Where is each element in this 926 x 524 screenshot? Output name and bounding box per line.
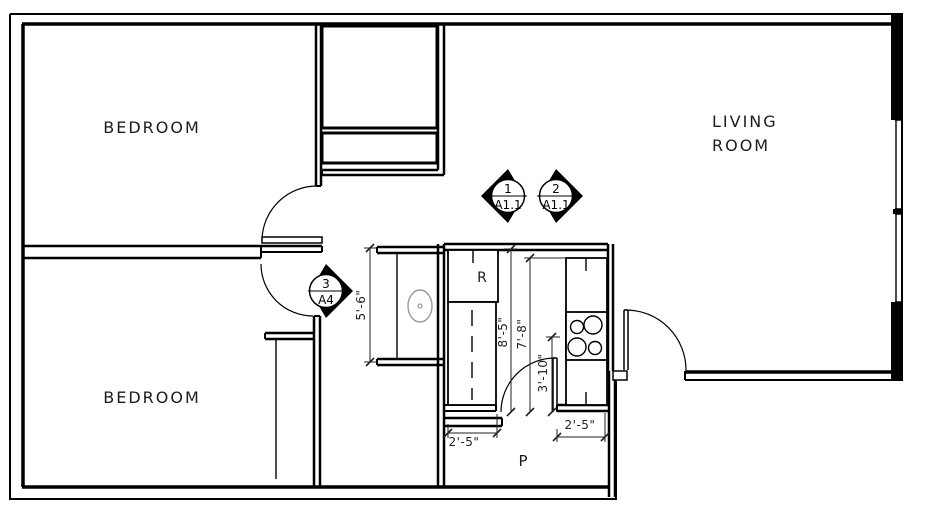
dim-label-vanity: 5'-6": [354, 290, 368, 321]
section-number: 1: [504, 182, 512, 196]
dim-tick: [443, 428, 502, 438]
stove-burner: [587, 340, 603, 356]
dim-tick: [547, 332, 557, 417]
dim-tick: [365, 243, 375, 367]
section-number: 3: [322, 277, 330, 291]
window-mullion: [893, 209, 903, 214]
stove-burner: [583, 315, 603, 335]
section-marker-1: 1 A1.1: [481, 169, 527, 223]
dim-label-stub-right: 2'-5": [565, 418, 596, 432]
dim-label-kitchen: 7'-8": [515, 319, 529, 350]
hall-closet-right-wall: [436, 24, 446, 175]
vanity: [396, 253, 433, 359]
refrigerator-label: R: [477, 270, 487, 286]
dim-label-door: 3'-10": [536, 353, 550, 392]
sink-basin: [407, 289, 433, 323]
kitchen-west-wall: [436, 244, 446, 487]
kitchen-fixtures: [447, 249, 608, 406]
closet-box: [320, 24, 439, 130]
section-number: 2: [552, 182, 560, 196]
patio-east-wall: [607, 371, 617, 497]
room-labels: BEDROOM BEDROOM LIVING ROOM R P: [103, 112, 778, 470]
window-lower: [895, 213, 903, 303]
dim-label-counter: 8'-5": [496, 317, 510, 348]
living-room-label-line2: ROOM: [712, 136, 770, 155]
hall-closet-bottom-wall: [322, 168, 444, 177]
sink-drain: [417, 303, 423, 309]
bedroom-divider-wall-end: [260, 246, 323, 258]
right-wall-segment: [891, 302, 903, 380]
bedroom2-closet-wall: [265, 331, 314, 341]
dim-tick: [506, 244, 516, 417]
section-sheet: A4: [318, 293, 334, 307]
stove-burner: [569, 319, 585, 335]
bedroom-top-label: BEDROOM: [103, 118, 201, 137]
section-marker-2: 2 A1.1: [537, 169, 583, 223]
living-room-door-arc: [625, 309, 687, 371]
closet-shelf: [320, 131, 439, 165]
stove-burner: [567, 337, 587, 357]
dim-tick: [552, 432, 610, 442]
exterior-walls: [9, 13, 903, 500]
bedroom2-door-arc: [260, 263, 314, 317]
living-room-label-line1: LIVING: [712, 112, 778, 131]
door-jamb-stub: [612, 370, 628, 381]
bedroom-divider-wall: [23, 244, 322, 260]
bedroom1-right-wall: [314, 24, 323, 186]
pantry-door-arc: [500, 357, 556, 413]
window-upper: [895, 119, 903, 210]
bedroom-bottom-label: BEDROOM: [103, 388, 201, 407]
hall-closet: [320, 24, 439, 165]
section-sheet: A1.1: [542, 198, 569, 212]
dimensions: 5'-6" 8'-5" 7'-8" 3'-10" 2'-5" 2'-5": [354, 243, 610, 449]
kitchen-east-wall: [606, 244, 615, 371]
windows: [893, 119, 903, 303]
bedroom1-door-leaf: [261, 236, 323, 244]
vanity-top-wall: [377, 245, 444, 255]
dim-tick: [525, 253, 535, 417]
section-marker-3: 3 A4: [308, 264, 353, 318]
patio-label: P: [518, 452, 527, 470]
kitchen-south-stub-left: [444, 416, 502, 428]
dim-label-stub-left: 2'-5": [449, 435, 480, 449]
living-room-door-leaf: [623, 309, 629, 370]
bedroom2-right-wall: [312, 316, 322, 487]
bedroom1-door-arc: [261, 185, 318, 240]
right-wall-segment: [891, 14, 903, 120]
section-sheet: A1.1: [494, 198, 521, 212]
vanity-bottom-wall: [377, 357, 444, 367]
pantry-door-leaf: [552, 357, 558, 412]
doors: [260, 185, 687, 413]
